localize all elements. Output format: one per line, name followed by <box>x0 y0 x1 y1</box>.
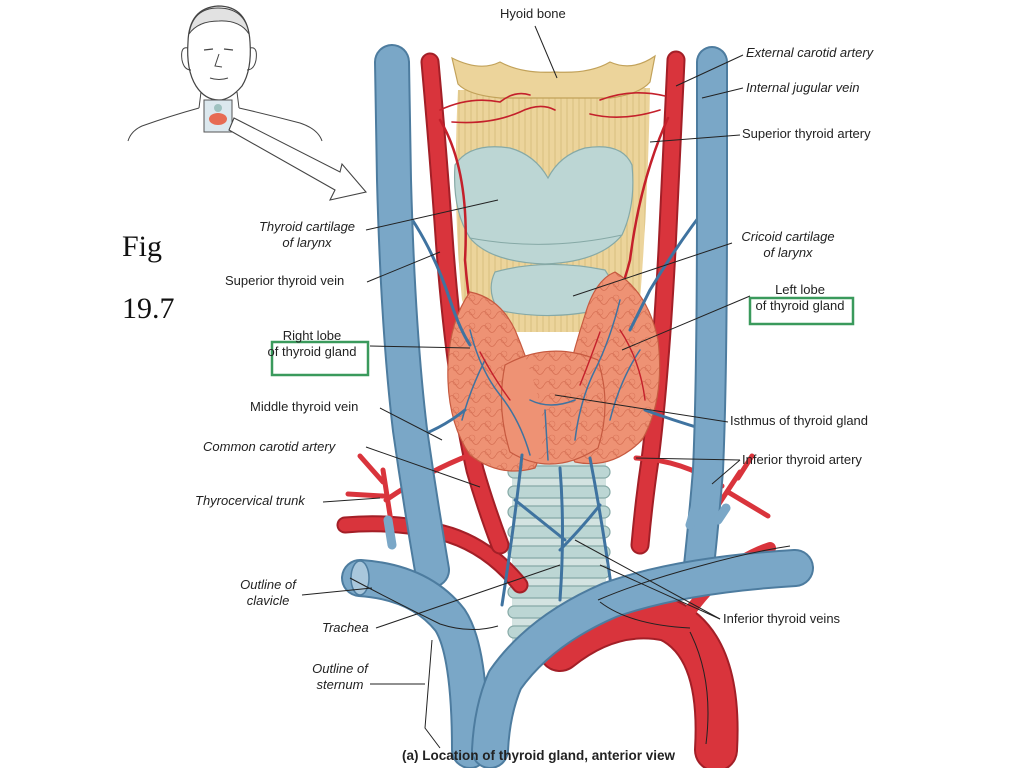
figure-label: Fig <box>122 230 163 263</box>
label-outline-of-sternum-line1: Outline of <box>312 661 368 676</box>
label-inferior-thyroid-artery: Inferior thyroid artery <box>742 452 862 467</box>
label-internal-jugular-vein: Internal jugular vein <box>746 80 860 95</box>
leader-line-thyroid-cartilage <box>365 199 499 231</box>
leader-line-inferior-thyroid-artery-2 <box>711 459 741 485</box>
leader-line-thyrocervical-trunk <box>322 497 381 503</box>
leader-line-superior-thyroid-vein <box>366 251 441 283</box>
thyroid-surface-veins <box>461 299 646 461</box>
internal-jugular-vein-left-side <box>682 46 728 591</box>
label-outline-of-clavicle: Outline of clavicle <box>230 577 306 609</box>
leader-line-superior-thyroid-artery <box>649 134 741 143</box>
label-thyroid-cartilage-line2: of larynx <box>282 235 332 250</box>
label-superior-thyroid-artery: Superior thyroid artery <box>742 126 871 141</box>
leader-line-inferior-thyroid-veins-2 <box>599 564 721 620</box>
left-ear <box>181 47 192 71</box>
outline-of-clavicle <box>349 545 791 630</box>
label-thyroid-cartilage: Thyroid cartilage of larynx <box>246 219 368 251</box>
internal-jugular-vein-right-side <box>374 44 450 588</box>
leader-line-outline-of-clavicle <box>301 587 373 596</box>
shoulders <box>127 107 323 142</box>
label-hyoid-bone: Hyoid bone <box>500 6 566 21</box>
label-isthmus: Isthmus of thyroid gland <box>730 413 869 428</box>
tracheal-ring <box>507 525 611 539</box>
leader-line-inferior-thyroid-artery <box>635 457 741 461</box>
left-subclavian-artery <box>336 515 529 594</box>
right-ear <box>246 47 257 71</box>
label-inferior-thyroid-veins: Inferior thyroid veins <box>723 611 841 626</box>
tracheal-ring <box>507 485 611 499</box>
nose <box>214 53 223 68</box>
head-outline <box>187 5 251 101</box>
leader-line-cricoid-cartilage <box>572 242 733 297</box>
leader-line-common-carotid-artery <box>365 446 481 488</box>
left-lobe-highlight-box <box>748 296 855 326</box>
label-left-lobe-line1: Left lobe <box>775 282 825 297</box>
pointer-arrow <box>228 117 368 201</box>
label-right-lobe: Right lobe of thyroid gland <box>258 328 366 360</box>
hyoid-bone <box>451 54 656 99</box>
right-lobe-highlight-box <box>270 340 370 377</box>
thyrocervical-trunk-right <box>633 453 771 528</box>
mini-larynx <box>214 104 222 112</box>
leader-line-external-carotid-artery <box>675 54 744 87</box>
label-outline-of-sternum: Outline of sternum <box>302 661 378 693</box>
label-trachea: Trachea <box>322 620 369 635</box>
label-left-lobe-line2: of thyroid gland <box>755 298 845 313</box>
small-vein-stubs <box>383 500 731 550</box>
label-cricoid-cartilage-line2: of larynx <box>763 245 813 260</box>
tracheal-ring <box>507 545 611 559</box>
label-superior-thyroid-vein: Superior thyroid vein <box>225 273 345 288</box>
figure-caption: (a) Location of thyroid gland, anterior … <box>402 748 676 763</box>
thyroid-cartilage-lower-band <box>469 234 623 245</box>
eyes <box>203 48 234 51</box>
label-cricoid-cartilage-line1: Cricoid cartilage <box>741 229 835 244</box>
leader-line-inferior-thyroid-veins <box>574 539 721 620</box>
thyroid-cartilage <box>453 146 634 265</box>
thyrocervical-trunk-left <box>345 452 473 531</box>
leader-line-left-lobe <box>621 295 751 351</box>
hair <box>188 7 250 35</box>
label-external-carotid-artery: External carotid artery <box>746 45 874 60</box>
gland-lobulation <box>447 272 660 472</box>
thyroid-gland <box>447 271 661 472</box>
label-thyroid-cartilage-line1: Thyroid cartilage <box>258 219 356 234</box>
label-middle-thyroid-vein: Middle thyroid vein <box>250 399 359 414</box>
leader-line-right-lobe <box>369 345 471 349</box>
right-subclavian-brachiocephalic-vein <box>341 559 489 768</box>
leader-line-middle-thyroid-vein <box>379 407 443 441</box>
label-outline-of-clavicle-line1: Outline of <box>240 577 296 592</box>
label-common-carotid-artery: Common carotid artery <box>203 439 336 454</box>
label-outline-of-sternum-line2: sternum <box>316 677 364 692</box>
label-right-lobe-line1: Right lobe <box>282 328 342 343</box>
leader-line-trachea <box>375 564 561 629</box>
figure-number: 19.7 <box>122 292 175 325</box>
superior-thyroid-veins <box>396 198 714 347</box>
leader-line-hyoid-bone <box>534 25 558 79</box>
left-brachiocephalic-vein <box>471 549 814 768</box>
neck <box>198 91 240 109</box>
leader-line-internal-jugular-vein <box>701 87 744 99</box>
common-carotid-artery-left-side <box>630 50 686 555</box>
mouth <box>209 77 229 80</box>
head-sketch <box>127 5 368 201</box>
leader-line-isthmus <box>554 394 729 423</box>
outline-of-sternum <box>424 631 709 749</box>
inferior-thyroid-veins <box>500 453 614 607</box>
label-outline-of-clavicle-line2: clavicle <box>246 593 290 608</box>
mini-thyroid <box>209 113 227 125</box>
label-thyrocervical-trunk: Thyrocervical trunk <box>195 493 305 508</box>
label-cricoid-cartilage: Cricoid cartilage of larynx <box>728 229 848 261</box>
label-left-lobe: Left lobe of thyroid gland <box>748 282 852 314</box>
label-right-lobe-line2: of thyroid gland <box>267 344 357 359</box>
